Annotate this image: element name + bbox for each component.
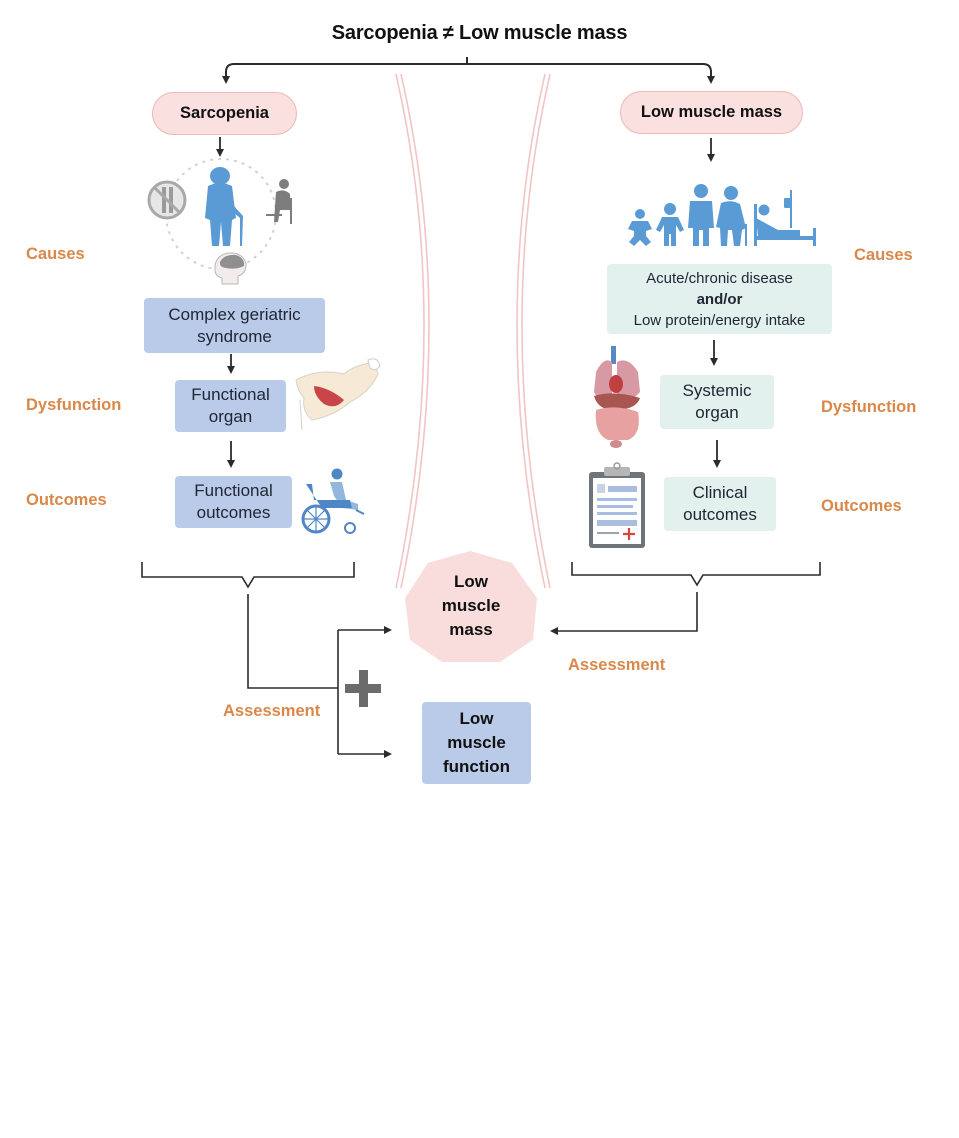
text-line: Low: [454, 572, 488, 591]
hospital-bed-patient-icon: [754, 190, 816, 246]
plus-icon: [345, 670, 381, 707]
internal-organs-icon: [594, 346, 640, 448]
complex-geriatric-syndrome-box: Complex geriatric syndrome: [144, 298, 325, 353]
baby-icon: [628, 209, 652, 246]
low-muscle-mass-text: Low muscle mass: [405, 570, 537, 642]
right-flow-arrows: [707, 138, 721, 468]
low-muscle-mass-header-pill: Low muscle mass: [620, 91, 803, 134]
child-icon: [656, 203, 684, 246]
left-assessment-label: Assessment: [223, 702, 321, 720]
box-line: Clinical: [692, 483, 748, 502]
right-bracket: [571, 562, 821, 587]
text-line: muscle: [441, 596, 501, 615]
elderly-person-with-cane-icon: [205, 167, 243, 246]
left-causes-label: Causes: [26, 245, 85, 263]
box-line: Functional: [191, 385, 270, 404]
low-muscle-function-text: Low muscle function: [422, 702, 531, 779]
diagram-title: Sarcopenia ≠ Low muscle mass: [331, 22, 628, 44]
right-assessment-connector: [550, 592, 698, 635]
prohibited-immobility-icon: [147, 180, 187, 220]
arm-muscle-icon: [295, 358, 381, 431]
box-line: outcomes: [683, 505, 757, 524]
box-line: organ: [208, 407, 253, 426]
clinical-clipboard-icon: [589, 462, 645, 548]
left-flow-arrows: [216, 137, 235, 468]
right-assessment-label: Assessment: [568, 656, 666, 674]
left-dysfunction-label: Dysfunction: [26, 396, 122, 414]
right-causes-label: Causes: [854, 246, 913, 264]
text-line: mass: [449, 620, 493, 639]
box-line: Systemic: [682, 381, 752, 400]
adult-icon: [688, 184, 714, 246]
box-line: Low protein/energy intake: [633, 311, 806, 329]
functional-organ-box: Functional organ: [175, 380, 286, 432]
systemic-organ-box: Systemic organ: [660, 375, 774, 429]
right-divider-curve: [516, 73, 551, 589]
elderly-icon: [716, 186, 747, 246]
right-dysfunction-label: Dysfunction: [821, 398, 917, 416]
functional-outcomes-box: Functional outcomes: [175, 476, 292, 528]
left-assessment-connector: [247, 594, 392, 758]
sarcopenia-header-pill: Sarcopenia: [152, 92, 297, 135]
population-icons-row: [628, 184, 816, 246]
text-line: Low: [459, 709, 494, 728]
box-line: Functional: [194, 481, 273, 500]
box-line: Acute/chronic disease: [646, 269, 793, 287]
box-line-emphasis: and/or: [696, 290, 743, 308]
text-line: muscle: [447, 733, 506, 752]
sarcopenia-causes-icon-cluster: [147, 158, 292, 285]
brain-head-icon: [214, 252, 247, 285]
left-bracket: [141, 562, 355, 589]
clinical-outcomes-box: Clinical outcomes: [664, 477, 776, 531]
box-line: organ: [695, 403, 739, 422]
box-line: syndrome: [197, 326, 272, 346]
acute-chronic-disease-box: Acute/chronic disease and/or Low protein…: [607, 264, 832, 334]
text-line: function: [442, 757, 511, 776]
left-outcomes-label: Outcomes: [26, 491, 107, 509]
box-line: outcomes: [196, 503, 271, 522]
left-divider-curve: [395, 73, 430, 589]
top-split-connector: [222, 57, 715, 84]
seated-elderly-person-icon: [266, 179, 292, 224]
wheelchair-user-icon: [301, 468, 365, 534]
box-line: Complex geriatric: [168, 304, 301, 324]
low-muscle-mass-octagon: [405, 551, 537, 662]
right-outcomes-label: Outcomes: [821, 497, 902, 515]
low-muscle-function-box: Low muscle function: [422, 702, 531, 784]
